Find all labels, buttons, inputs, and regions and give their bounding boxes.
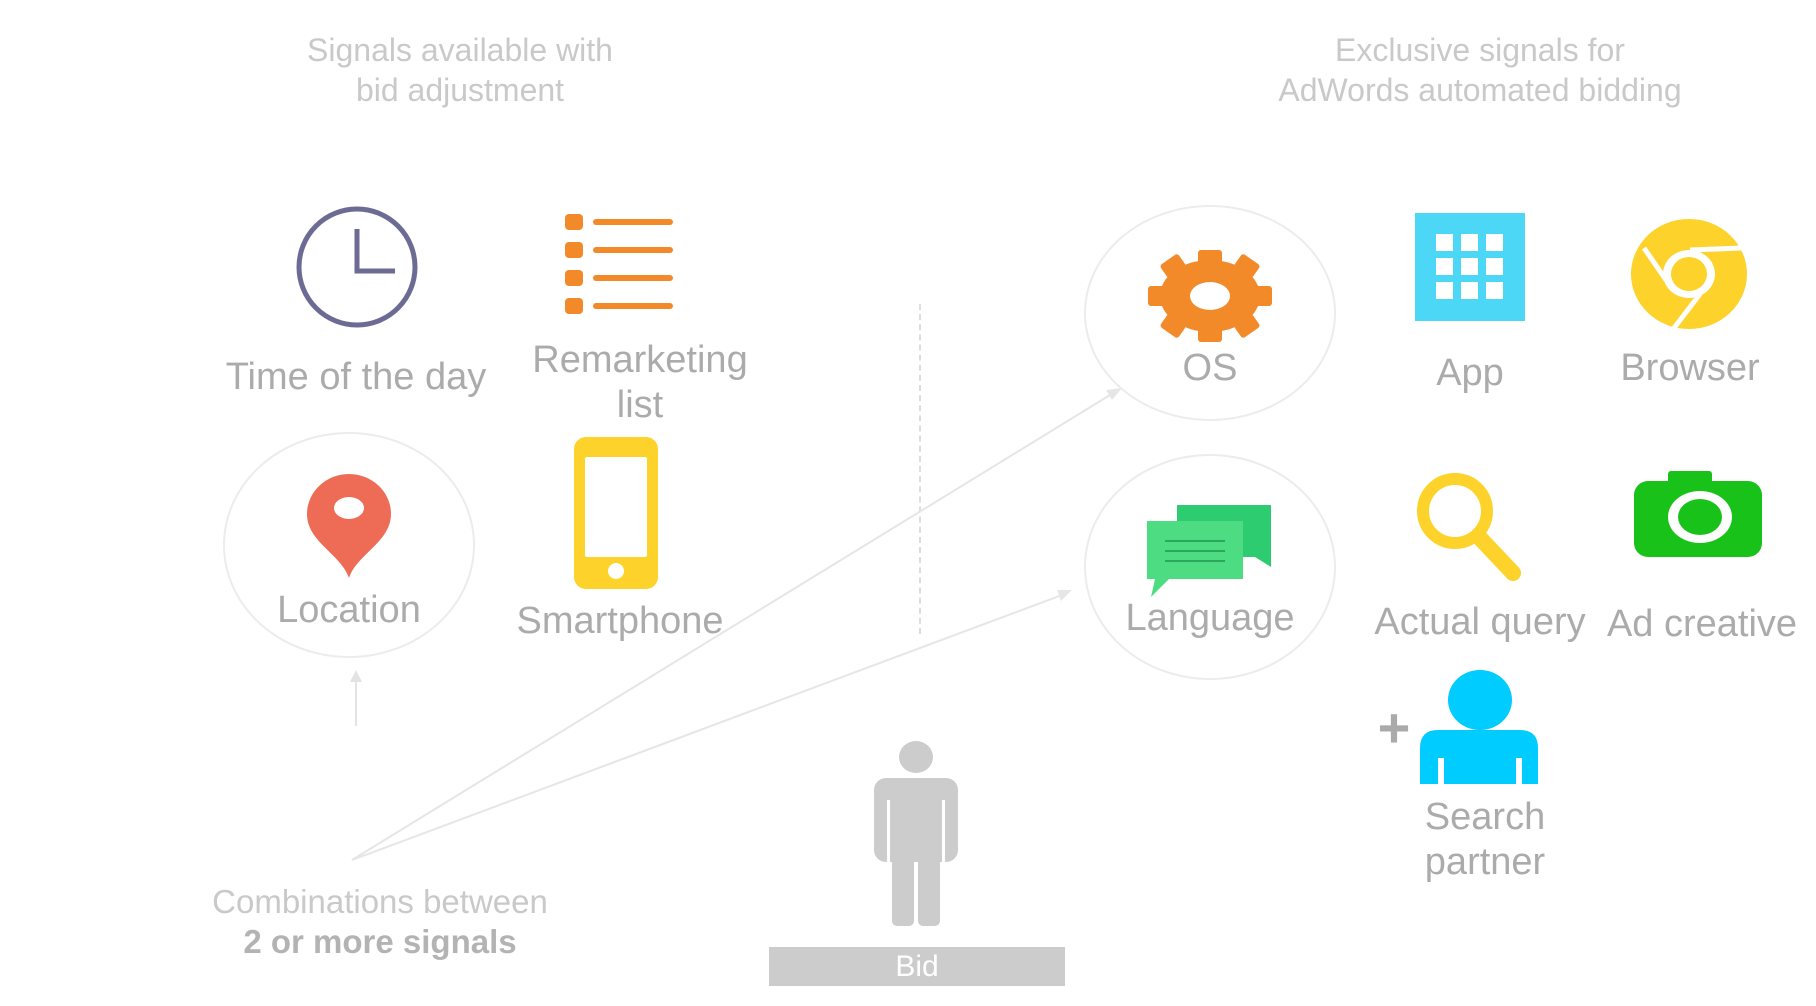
chat-bubbles-icon — [1147, 505, 1271, 597]
browser-icon — [1630, 218, 1748, 330]
remarketing-label-line2: list — [616, 384, 664, 426]
combinations-line1: Combinations between — [212, 883, 548, 920]
location-label: Location — [277, 589, 421, 631]
right-heading: Exclusive signals for AdWords automated … — [1230, 30, 1730, 110]
list-icon — [565, 212, 675, 316]
browser-label: Browser — [1620, 347, 1760, 389]
search-partner-label: Search partner — [1385, 795, 1585, 885]
bid-bar: Bid — [769, 947, 1065, 986]
search-partner-line2: partner — [1424, 841, 1546, 883]
actual-query-label: Actual query — [1374, 601, 1586, 643]
language-label: Language — [1125, 597, 1295, 639]
smartphone-label: Smartphone — [516, 600, 724, 642]
time-of-day-label: Time of the day — [225, 356, 487, 398]
plus-sign: + — [1377, 696, 1411, 759]
combinations-line2: 2 or more signals — [243, 923, 517, 960]
camera-icon — [1634, 471, 1762, 557]
left-heading: Signals available with bid adjustment — [260, 30, 660, 110]
right-heading-line2: AdWords automated bidding — [1278, 72, 1682, 108]
remarketing-label-line1: Remarketing — [532, 339, 748, 381]
gear-icon — [1148, 248, 1272, 344]
os-label: OS — [1182, 347, 1238, 389]
search-icon — [1413, 471, 1523, 581]
location-highlight-circle — [223, 432, 475, 658]
left-heading-line2: bid adjustment — [355, 72, 565, 108]
person-icon — [874, 740, 958, 926]
user-icon — [1420, 670, 1538, 784]
search-partner-line1: Search — [1424, 796, 1546, 838]
app-grid-icon — [1415, 213, 1525, 321]
ad-creative-label: Ad creative — [1606, 603, 1798, 645]
app-label: App — [1436, 352, 1504, 394]
remarketing-list-label: Remarketing list — [500, 338, 780, 428]
os-highlight-circle — [1084, 205, 1336, 421]
right-heading-line1: Exclusive signals for — [1335, 32, 1625, 68]
up-arrow-icon — [346, 670, 366, 726]
left-heading-line1: Signals available with — [307, 32, 613, 68]
map-pin-icon — [303, 474, 395, 578]
bid-label: Bid — [895, 950, 939, 983]
section-divider — [919, 304, 921, 634]
language-highlight-circle — [1084, 454, 1336, 680]
clock-icon — [295, 205, 419, 329]
smartphone-icon — [574, 437, 658, 589]
combinations-label: Combinations between 2 or more signals — [170, 882, 590, 962]
